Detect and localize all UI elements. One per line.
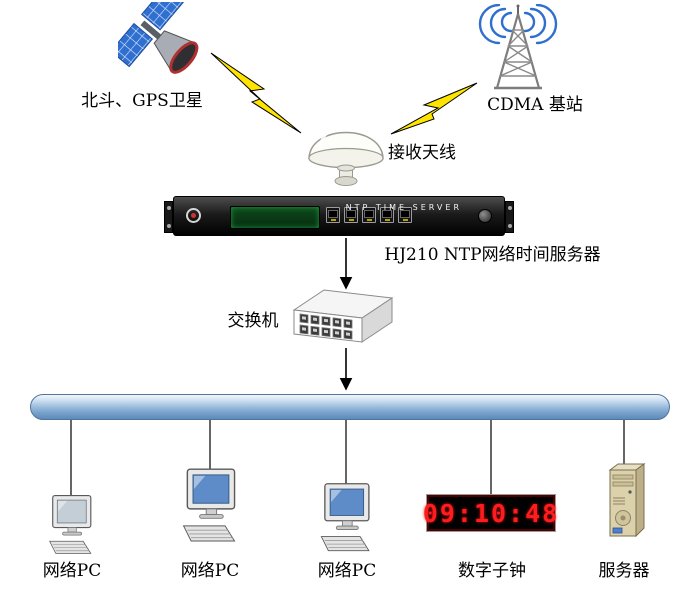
satellite-label: 北斗、GPS卫星	[81, 91, 203, 111]
ethernet-port	[362, 207, 376, 223]
pc-screen	[192, 474, 230, 504]
switch-ports	[299, 313, 353, 340]
lightning-right-icon	[390, 82, 478, 135]
pc-screen	[56, 499, 87, 524]
power-knob	[478, 209, 492, 223]
ethernet-port	[344, 207, 358, 223]
ethernet-port	[380, 207, 394, 223]
rack-ear-left	[164, 201, 173, 233]
ethernet-port	[398, 207, 412, 223]
clock-time: 09:10:48	[422, 498, 560, 528]
pc1-icon	[40, 494, 102, 558]
brand-logo-icon	[186, 208, 201, 223]
gps-antenna-icon	[300, 110, 392, 196]
pc1-label: 网络PC	[42, 561, 102, 581]
lcd-display	[230, 206, 320, 229]
server-icon	[598, 462, 650, 544]
pc2-label: 网络PC	[180, 561, 240, 581]
cdma-station-label: CDMA 基站	[487, 95, 583, 115]
ntp-server-label: HJ210 NTP网络时间服务器	[384, 245, 601, 265]
cdma-tower-icon	[474, 3, 562, 96]
network-bus	[30, 394, 670, 420]
digital-clock-label: 数字子钟	[458, 561, 526, 581]
ethernet-port	[326, 207, 340, 223]
lightning-left-icon	[210, 52, 302, 134]
switch-label: 交换机	[227, 311, 279, 331]
satellite-icon	[110, 0, 222, 90]
device-panel-text: NTP TIME SERVER	[345, 203, 462, 212]
radio-waves-icon	[478, 3, 558, 45]
pc-screen	[329, 488, 365, 516]
pc3-label: 网络PC	[317, 561, 377, 581]
rack-ear-right	[505, 201, 514, 233]
antenna-label: 接收天线	[388, 143, 456, 163]
digital-clock: 09:10:48	[422, 494, 560, 532]
ntp-server-device: NTP TIME SERVER	[164, 196, 514, 236]
pc3-icon	[313, 482, 379, 556]
ethernet-ports	[326, 207, 412, 223]
switch-icon	[288, 280, 404, 356]
pc2-icon	[176, 466, 244, 548]
server-label: 服务器	[598, 561, 650, 581]
